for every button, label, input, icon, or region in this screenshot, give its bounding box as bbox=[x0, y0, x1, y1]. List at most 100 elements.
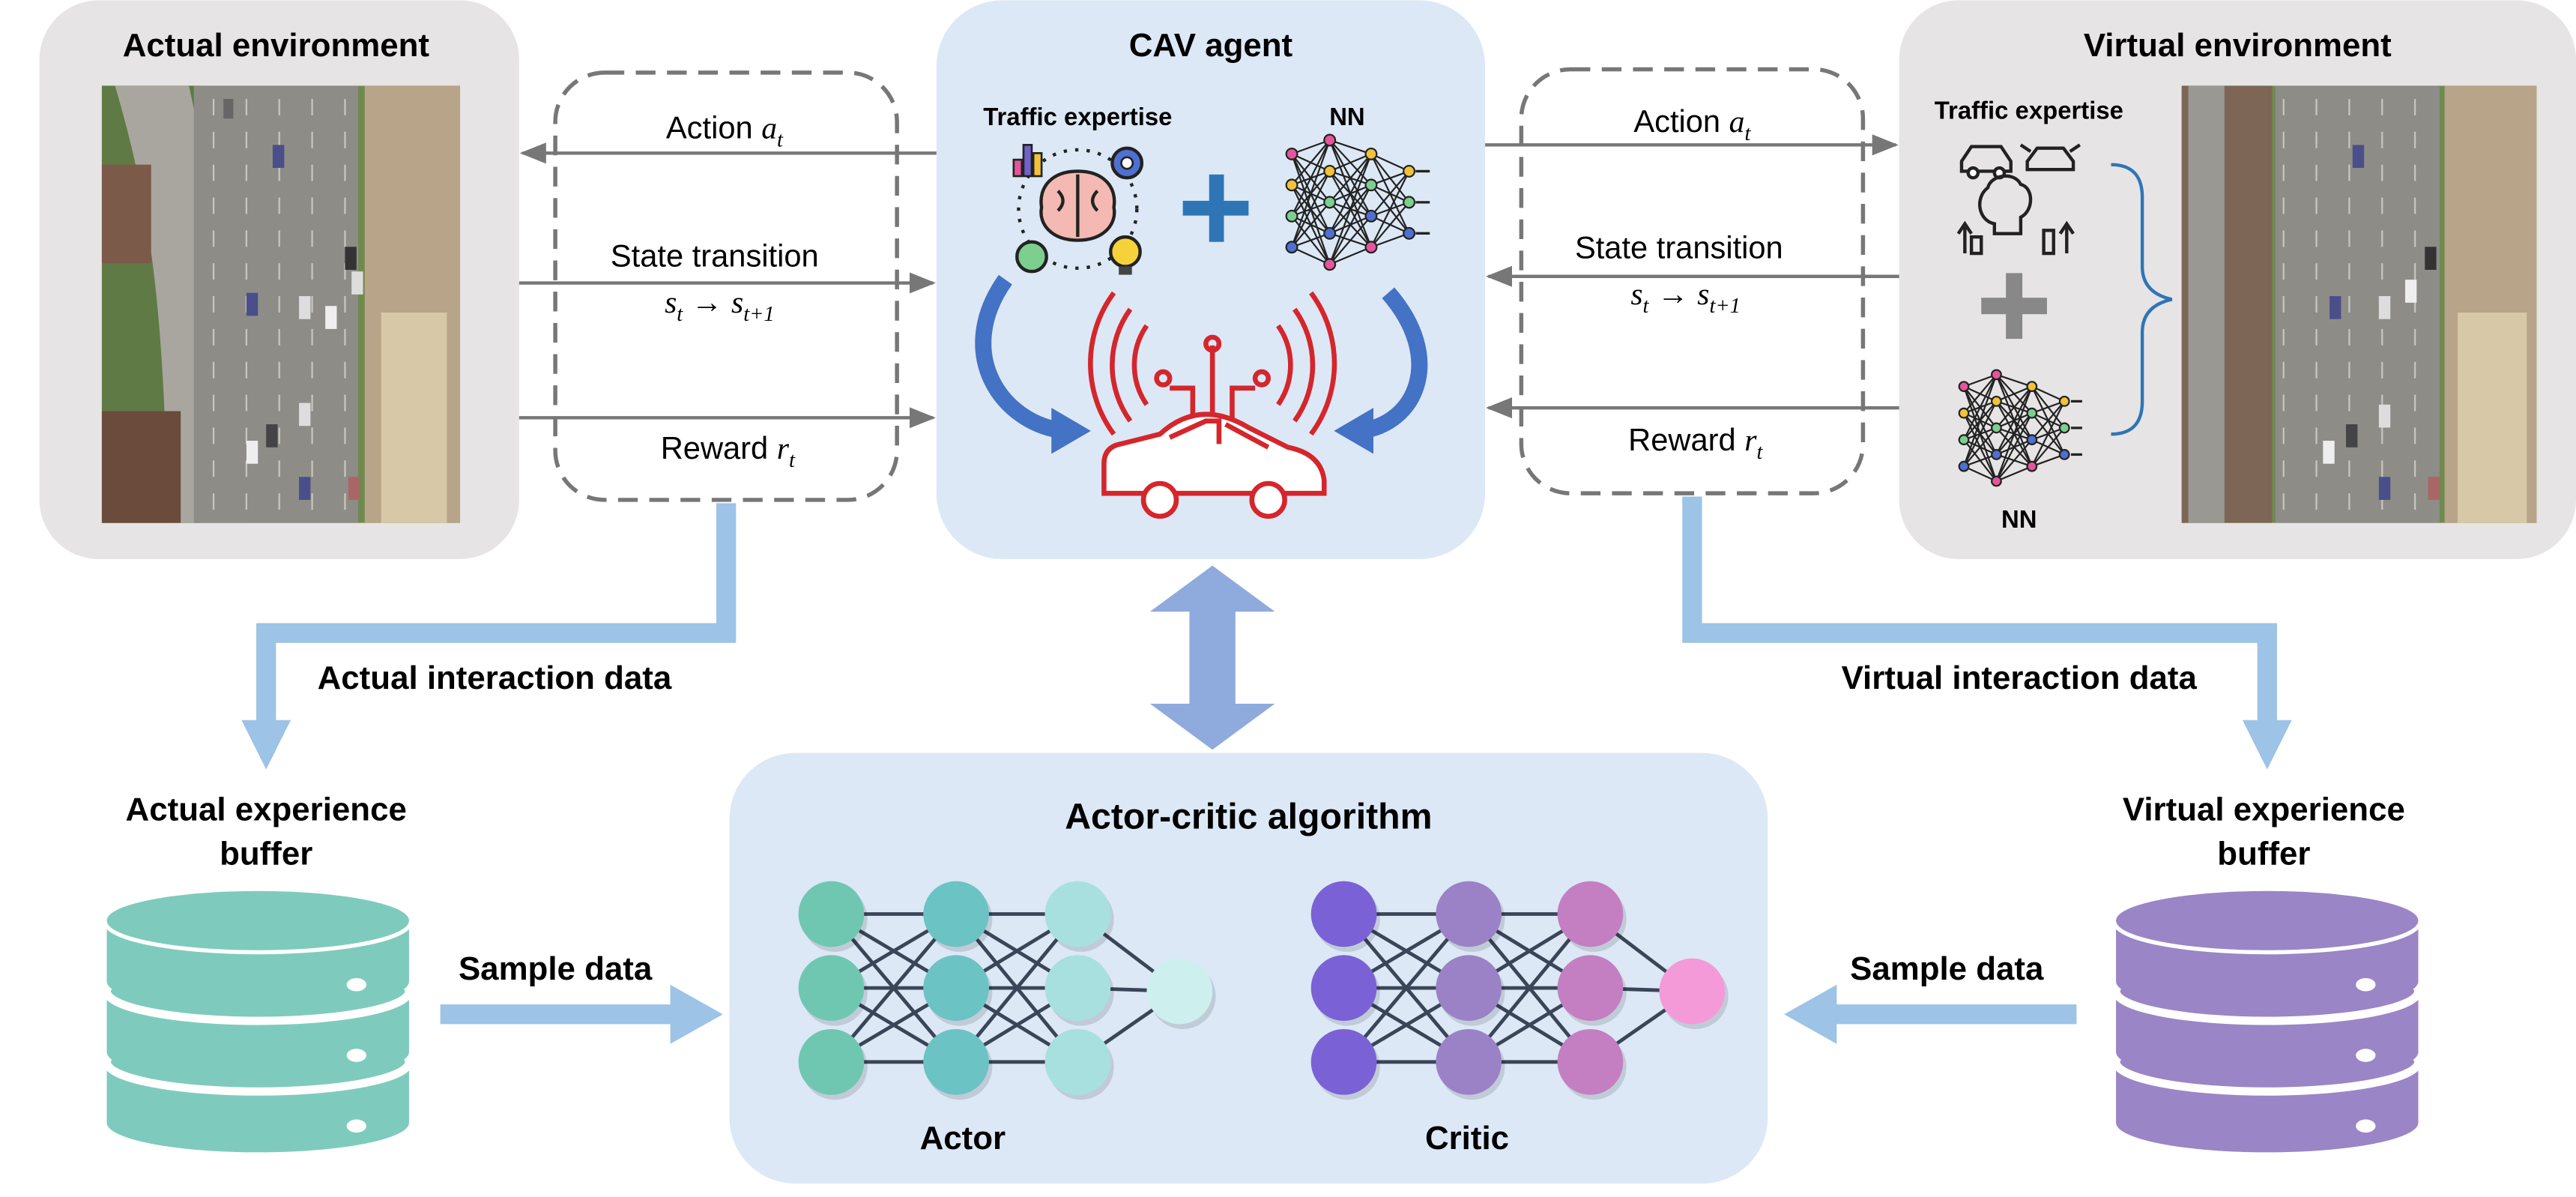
cav-nn-label: NN bbox=[1329, 103, 1364, 130]
actor-node bbox=[798, 1028, 865, 1095]
virtual-brace bbox=[2111, 163, 2173, 436]
actor-critic-title: Actor-critic algorithm bbox=[1065, 796, 1432, 836]
nn-icon-node bbox=[1403, 196, 1416, 209]
actor-node bbox=[1146, 958, 1213, 1025]
nn-to-car-arrow bbox=[1358, 287, 1428, 439]
nn-icon-connection bbox=[1996, 373, 2033, 388]
virtual-environment-title: Virtual environment bbox=[2084, 27, 2392, 64]
virtual-db-indicator bbox=[2356, 1049, 2376, 1062]
cav-neural-network-icon bbox=[1285, 133, 1430, 271]
nn-icon-connection bbox=[1291, 170, 1331, 248]
nn-icon-node bbox=[1958, 434, 1970, 446]
right-signal-box bbox=[1519, 67, 1866, 495]
nn-icon-node bbox=[1403, 226, 1416, 240]
nn-icon-node bbox=[1958, 407, 1970, 419]
actor-critic-panel bbox=[729, 753, 1768, 1184]
critic-node bbox=[1310, 881, 1377, 947]
nn-icon-connection bbox=[1995, 386, 2033, 455]
virtual-interaction-arrow bbox=[1682, 496, 2277, 727]
actor-node bbox=[923, 1028, 989, 1095]
nn-icon-connection bbox=[2031, 400, 2066, 441]
nn-icon-connection bbox=[2031, 385, 2065, 402]
actual-interaction-arrow bbox=[256, 503, 737, 727]
actor-node bbox=[798, 955, 865, 1021]
actor-node bbox=[1044, 955, 1111, 1021]
nn-icon-node bbox=[1323, 258, 1337, 271]
nn-icon-connection bbox=[1370, 153, 1410, 172]
nn-icon-node bbox=[2026, 381, 2038, 393]
nn-icon-connection bbox=[1328, 154, 1372, 265]
nn-icon-connection bbox=[1996, 385, 2033, 402]
nn-icon-node bbox=[2026, 407, 2038, 419]
nn-icon-connection bbox=[1291, 139, 1331, 186]
critic-node bbox=[1557, 1028, 1624, 1095]
nn-icon-connection bbox=[1291, 246, 1331, 265]
actual-db-indicator bbox=[346, 1049, 366, 1062]
left-signal-box bbox=[553, 70, 899, 502]
nn-to-car-arrowhead bbox=[1334, 408, 1374, 454]
nn-icon-node bbox=[1323, 164, 1337, 178]
nn-icon-connection bbox=[1963, 400, 1998, 467]
right-action-label: Action at bbox=[1633, 103, 1751, 145]
actual-buffer-title-line1: Actual experience bbox=[126, 792, 407, 828]
virtual-interaction-arrowhead bbox=[2242, 720, 2292, 770]
left-state-formula: st → st+1 bbox=[665, 284, 775, 326]
cav-traffic-expertise-icon bbox=[1012, 144, 1144, 275]
actual-db-indicator bbox=[346, 1119, 366, 1133]
actual-buffer-title-line2: buffer bbox=[220, 836, 312, 872]
nn-icon-node bbox=[1285, 241, 1298, 254]
nn-icon-node bbox=[2058, 449, 2070, 460]
actual-sample-label: Sample data bbox=[459, 950, 653, 987]
nn-icon-connection bbox=[1995, 385, 2033, 429]
nn-icon-connection bbox=[1291, 139, 1331, 155]
nn-icon-connection bbox=[1370, 232, 1409, 248]
virtual-traffic-expertise-label: Traffic expertise bbox=[1935, 96, 2123, 124]
nn-icon-connection bbox=[1328, 184, 1372, 265]
virtual-sample-arrow bbox=[1830, 1004, 2077, 1025]
actual-db-top bbox=[106, 890, 409, 950]
critic-node bbox=[1310, 1028, 1377, 1095]
virtual-plus-icon bbox=[1981, 273, 2047, 340]
nn-icon-node bbox=[1958, 460, 1970, 472]
nn-icon-connection bbox=[1291, 139, 1331, 217]
actual-interaction-arrowhead bbox=[241, 720, 291, 770]
expertise-to-car-arrow bbox=[975, 274, 1066, 439]
virtual-interaction-label: Virtual interaction data bbox=[1842, 660, 2198, 696]
virtual-buffer-title-line2: buffer bbox=[2217, 836, 2310, 872]
critic-network bbox=[1310, 881, 1729, 1100]
critic-node bbox=[1310, 955, 1377, 1021]
agent-algorithm-double-arrow bbox=[1149, 565, 1275, 750]
nn-icon-connection bbox=[1328, 215, 1372, 265]
actual-environment-title: Actual environment bbox=[123, 27, 430, 64]
nn-icon-connection bbox=[1370, 170, 1410, 248]
nn-icon-connection bbox=[2031, 400, 2066, 467]
expertise-to-car-arrowhead bbox=[1051, 408, 1091, 454]
actor-node bbox=[1044, 881, 1111, 947]
nn-icon-connection bbox=[1329, 139, 1372, 155]
nn-icon-connection bbox=[1963, 374, 1998, 414]
nn-icon-node bbox=[1364, 209, 1378, 223]
nn-icon-node bbox=[1364, 178, 1378, 192]
nn-icon-connection bbox=[1963, 374, 1998, 441]
nn-icon-node bbox=[1323, 196, 1337, 209]
left-reward-label: Reward rt bbox=[661, 430, 796, 472]
virtual-buffer-title-line1: Virtual experience bbox=[2123, 792, 2405, 828]
nn-icon-node bbox=[1323, 226, 1337, 240]
nn-icon-connection bbox=[1291, 202, 1331, 248]
actor-network bbox=[798, 881, 1216, 1100]
virtual-traffic-expertise-icon bbox=[1956, 143, 2081, 256]
nn-icon-connection bbox=[1328, 153, 1372, 203]
cav-agent-title: CAV agent bbox=[1129, 27, 1293, 64]
right-state-label: State transition bbox=[1575, 230, 1783, 265]
virtual-traffic-image bbox=[2181, 85, 2537, 523]
nn-icon-node bbox=[1991, 395, 2002, 407]
actor-node bbox=[923, 881, 989, 947]
nn-icon-node bbox=[1364, 241, 1378, 254]
nn-icon-node bbox=[2058, 395, 2070, 407]
virtual-sample-label: Sample data bbox=[1850, 950, 2044, 987]
cav-plus-icon bbox=[1182, 174, 1249, 242]
critic-node bbox=[1436, 955, 1502, 1021]
actual-sample-arrowhead bbox=[670, 984, 723, 1044]
